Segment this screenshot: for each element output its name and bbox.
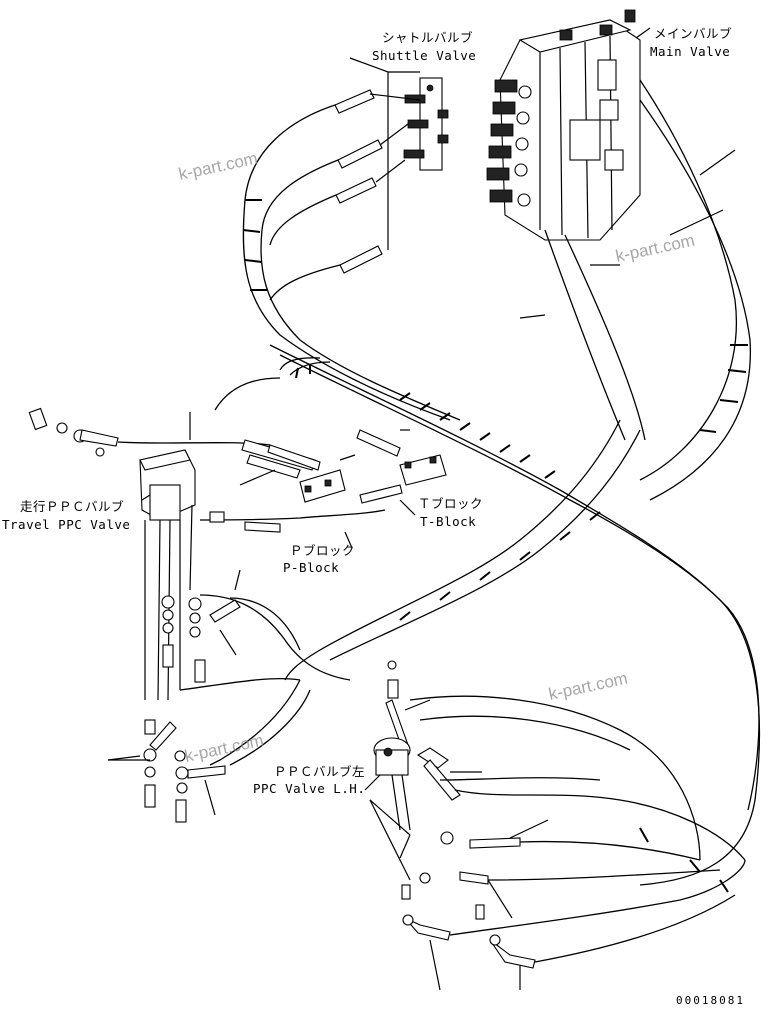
t-block-label-jp: Ｔブロック [418, 496, 483, 511]
drawing-code: 00018081 [676, 994, 745, 1007]
watermark: k-part.com [177, 149, 259, 184]
main-valve [486, 9, 641, 241]
t-block [214, 357, 447, 504]
p-block-label-en: P-Block [283, 560, 339, 575]
watermark: k-part.com [183, 731, 265, 766]
travel-valve-fittings [28, 407, 271, 457]
ppc-left-label-jp: ＰＰＣバルブ左 [274, 764, 365, 779]
travel-ppc-label-en: Travel PPC Valve [2, 517, 130, 532]
main-valve-label-jp: メインバルブ [654, 26, 732, 41]
watermark: k-part.com [614, 231, 696, 266]
leader-lines [108, 27, 736, 991]
ppc-left-label-en: PPC Valve L.H. [253, 781, 365, 796]
shuttle-valve [403, 77, 449, 171]
upper-hose-bundle [242, 104, 461, 421]
cross-hose-bundle [269, 79, 761, 886]
p-block [199, 439, 386, 533]
travel-ppc-label-jp: 走行ＰＰＣバルブ [20, 499, 124, 514]
travel-valve-hoses [107, 594, 351, 823]
shuttle-valve-label-jp: シャトルバルブ [382, 30, 473, 45]
ppc-valve-left [369, 660, 746, 969]
main-valve-spools [486, 9, 636, 207]
main-valve-label-en: Main Valve [650, 44, 730, 59]
shuttle-valve-label-en: Shuttle Valve [372, 48, 476, 63]
travel-ppc-valve [139, 449, 196, 701]
shuttle-fittings [334, 89, 421, 274]
watermark: k-part.com [547, 669, 629, 704]
p-block-label-jp: Ｐブロック [290, 543, 355, 558]
t-block-label-en: T-Block [420, 514, 476, 529]
